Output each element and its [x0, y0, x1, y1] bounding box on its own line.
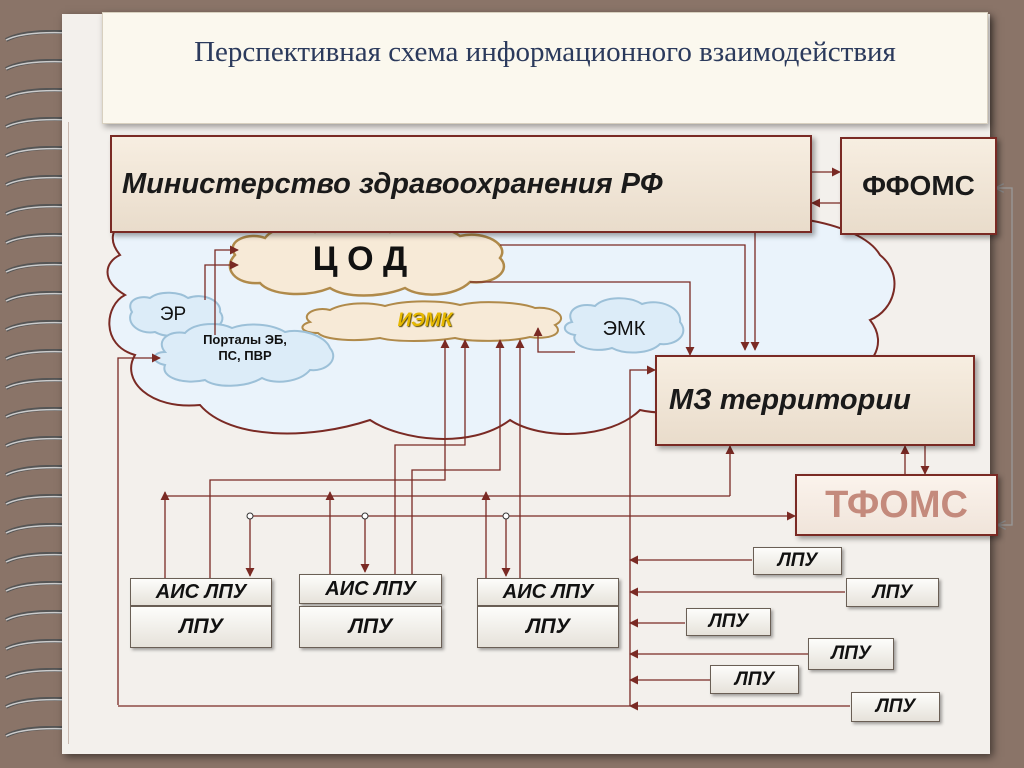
emk-label: ЭМК [602, 318, 646, 340]
mz-territory-label: МЗ территории [669, 384, 911, 416]
tfoms-label: ТФОМС [825, 483, 968, 526]
ffoms-label: ФФОМС [862, 170, 975, 201]
ministry-box: Министерство здравоохранения РФ [110, 135, 812, 233]
junction-dot [502, 512, 510, 520]
portals-label: Порталы ЭБ, ПС, ПВР [203, 332, 287, 363]
ais-lpu-box-2: АИС ЛПУ [299, 574, 442, 604]
tsod-mz-line [470, 281, 695, 356]
paper-margin-line [68, 122, 987, 744]
lpu-box-group-2: ЛПУ [299, 606, 442, 648]
junction-dot [246, 512, 254, 520]
lpu-item-4: ЛПУ [808, 638, 894, 670]
iemk-cloud [301, 300, 563, 342]
connectors [117, 167, 1013, 711]
portals-tsod-line [214, 245, 239, 335]
lpu-box-group-1: ЛПУ [130, 606, 272, 648]
ffoms-box: ФФОМС [840, 137, 997, 235]
left-frame-line [117, 353, 161, 705]
lpu-trunk [629, 365, 656, 706]
lpu-item-3: ЛПУ [686, 608, 771, 636]
ais-lpu-box-1: АИС ЛПУ [130, 578, 272, 606]
ffoms-tfoms-line [996, 188, 1013, 525]
g2-iemk [411, 339, 505, 574]
tfoms-box: ТФОМС [795, 474, 998, 536]
page-title: Перспективная схема информационного взаи… [194, 36, 896, 68]
mz-territory-box: МЗ территории [655, 355, 975, 446]
lpu-item-2: ЛПУ [846, 578, 939, 607]
g1-up-2 [209, 339, 450, 578]
lpu-item-6: ЛПУ [851, 692, 940, 722]
tsod-label: Ц О Д [312, 240, 408, 278]
ministry-label: Министерство здравоохранения РФ [122, 167, 663, 200]
emk-cloud [563, 297, 685, 354]
er-label: ЭР [159, 304, 187, 325]
portals-cloud [153, 323, 335, 387]
emk-iemk-line [533, 327, 575, 353]
ais-lpu-box-3: АИС ЛПУ [477, 578, 619, 606]
tsod-ministry-line [500, 244, 750, 351]
er-tsod-line [204, 260, 239, 300]
junction-dot [361, 512, 369, 520]
title-card: Перспективная схема информационного взаи… [102, 12, 988, 124]
lpu-box-group-3: ЛПУ [477, 606, 619, 648]
g2-up-2 [394, 339, 470, 574]
lpu-item-5: ЛПУ [710, 665, 799, 694]
lpu-item-1: ЛПУ [753, 547, 842, 575]
iemk-label: ИЭМК [397, 310, 453, 331]
